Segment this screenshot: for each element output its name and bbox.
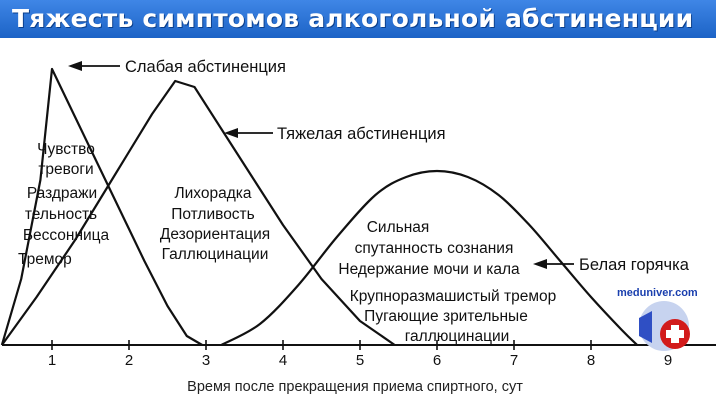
symptom-label: тревоги [38, 161, 93, 178]
curve-severe-withdrawal [1, 79, 396, 346]
symptom-label: тельность [25, 206, 97, 223]
symptom-label: галлюцинации [405, 328, 510, 345]
x-axis-label: Время после прекращения приема спиртного… [187, 379, 523, 395]
curve-name-delirium: Белая горячка [579, 256, 690, 274]
chart-title: Тяжесть симптомов алкогольной абстиненци… [12, 4, 694, 33]
symptom-label: Дезориентация [160, 226, 270, 243]
watermark-text: meduniver.com [617, 287, 698, 299]
arrow-head-severe [224, 128, 238, 138]
arrow-head-dt [533, 259, 547, 269]
symptom-label: Раздражи [27, 185, 97, 202]
symptom-label: Пугающие зрительные [364, 308, 528, 325]
logo-shield-icon [639, 311, 652, 343]
symptoms-severe: Лихорадка Потливость Дезориентация Галлю… [160, 185, 270, 263]
symptom-label: спутанность сознания [355, 240, 514, 257]
curve-name-labels: Слабая абстиненция Тяжелая абстиненция Б… [68, 58, 690, 274]
symptom-label: Галлюцинации [162, 246, 269, 263]
symptom-label: Тремор [18, 251, 72, 268]
symptom-label: Бессонница [23, 227, 110, 244]
title-bar: Тяжесть симптомов алкогольной абстиненци… [0, 0, 716, 38]
x-tick-label: 7 [510, 352, 518, 369]
symptom-label: Сильная [367, 219, 430, 236]
symptom-label: Недержание мочи и кала [338, 261, 520, 278]
x-axis-tick-labels: 1 2 3 4 5 6 7 8 9 [48, 352, 672, 369]
x-tick-label: 9 [664, 352, 672, 369]
symptom-label: Потливость [171, 206, 255, 223]
x-tick-label: 4 [279, 352, 287, 369]
curves-layer [0, 67, 638, 346]
x-tick-label: 8 [587, 352, 595, 369]
symptoms-delirium: Сильная спутанность сознания Недержание … [338, 219, 556, 345]
symptoms-mild: Чувство тревоги Раздражи тельность Бессо… [18, 141, 110, 268]
x-tick-label: 5 [356, 352, 364, 369]
x-tick-label: 2 [125, 352, 133, 369]
arrow-head-mild [68, 61, 82, 71]
meduniver-logo: meduniver.com [617, 287, 698, 351]
curve-delirium-tremens [220, 169, 638, 346]
symptom-label: Лихорадка [174, 185, 251, 202]
curve-name-mild: Слабая абстиненция [125, 58, 286, 76]
x-tick-label: 6 [433, 352, 441, 369]
symptom-label: Чувство [37, 141, 95, 158]
symptom-label: Крупноразмашистый тремор [350, 288, 557, 305]
curve-mild-withdrawal [0, 67, 203, 346]
curve-name-severe: Тяжелая абстиненция [277, 125, 446, 143]
x-tick-label: 1 [48, 352, 56, 369]
x-tick-label: 3 [202, 352, 210, 369]
